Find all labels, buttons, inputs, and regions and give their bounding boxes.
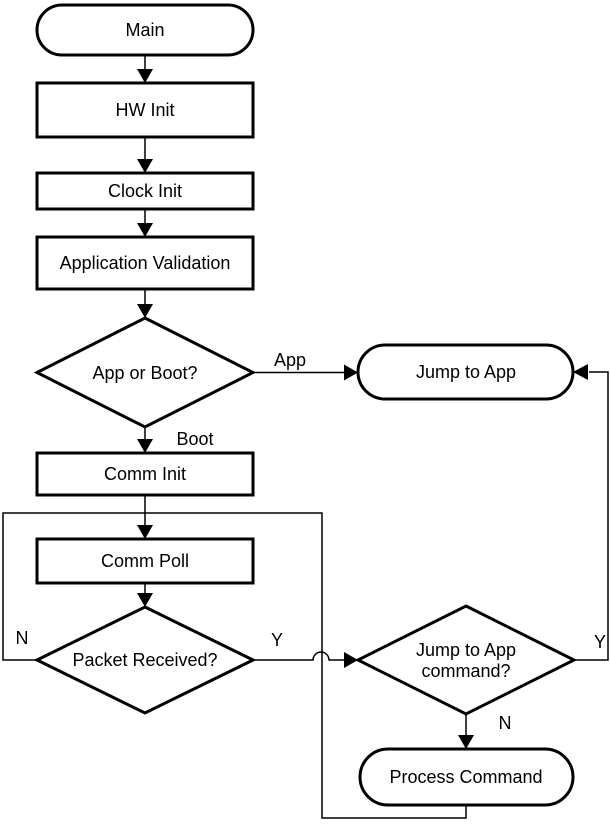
- arrowhead-into-jumptoapp-right: [573, 364, 588, 380]
- packet-received-decision-shape: [33, 605, 257, 715]
- jump-to-app-command-label-line1: Jump to App: [416, 640, 516, 660]
- arrowhead-into-hwinit: [137, 69, 153, 83]
- arrowhead-into-jumpcommand: [344, 652, 358, 668]
- node-comm-init: Comm Init: [35, 451, 255, 497]
- jump-to-app-terminator-shape: [356, 343, 575, 401]
- edges: [144, 55, 609, 736]
- comm-init-label: Comm Init: [104, 464, 186, 484]
- node-main: Main: [35, 3, 255, 57]
- process-command-terminator-shape: [358, 747, 575, 807]
- packet-received-label: Packet Received?: [72, 650, 217, 670]
- node-app-or-boot: App or Boot?: [33, 316, 257, 429]
- node-clock-init: Clock Init: [35, 171, 255, 211]
- clock-init-label: Clock Init: [108, 181, 182, 201]
- loop-paths: [2, 512, 467, 819]
- node-process-command: Process Command: [358, 747, 575, 807]
- comm-init-process-shape: [35, 451, 255, 497]
- arrowhead-into-comminit: [137, 439, 153, 453]
- comm-poll-process-shape: [35, 537, 255, 585]
- node-comm-poll: Comm Poll: [35, 537, 255, 585]
- edge-label-packet-no: N: [16, 628, 29, 648]
- edge-labels: App Boot N Y Y N: [16, 350, 607, 733]
- edge-packetreceived-yes-hop: [253, 651, 345, 661]
- jump-to-app-command-label-line2: command?: [421, 661, 510, 681]
- comm-poll-label: Comm Poll: [101, 551, 189, 571]
- clock-init-process-shape: [35, 171, 255, 211]
- application-validation-label: Application Validation: [60, 253, 231, 273]
- arrowhead-into-processcommand: [458, 735, 474, 749]
- jump-to-app-command-decision-shape: [354, 604, 578, 716]
- node-packet-received: Packet Received?: [33, 605, 257, 715]
- arrowhead-into-clockinit: [137, 159, 153, 173]
- process-command-label: Process Command: [389, 767, 542, 787]
- arrowhead-into-commpoll: [137, 525, 153, 539]
- edge-label-app: App: [274, 350, 306, 370]
- hw-init-label: HW Init: [115, 100, 174, 120]
- edge-label-jump-no: N: [499, 713, 512, 733]
- app-or-boot-label: App or Boot?: [92, 363, 197, 383]
- edge-label-packet-yes: Y: [271, 630, 283, 650]
- edge-label-boot: Boot: [176, 429, 213, 449]
- app-or-boot-decision-shape: [33, 316, 257, 429]
- arrowhead-into-packetreceived: [137, 593, 153, 607]
- application-validation-process-shape: [35, 235, 255, 291]
- node-jump-to-app: Jump to App: [356, 343, 575, 401]
- loop-return-path: [2, 512, 467, 819]
- node-jump-to-app-command: Jump to App command?: [354, 604, 578, 716]
- arrowheads: [137, 69, 588, 749]
- arrowhead-into-apporboot: [137, 304, 153, 318]
- main-terminator-shape: [35, 3, 255, 57]
- main-label: Main: [125, 20, 164, 40]
- arrowhead-into-appvalidation: [137, 223, 153, 237]
- edge-jumpcommand-yes-riser: [574, 371, 609, 661]
- node-hw-init: HW Init: [35, 81, 255, 139]
- edge-label-jump-yes: Y: [594, 632, 606, 652]
- hw-init-process-shape: [35, 81, 255, 139]
- arrowhead-into-jumptoapp-left: [344, 364, 358, 381]
- nodes: Main HW Init Clock Init Application Vali…: [33, 3, 578, 807]
- jump-to-app-label: Jump to App: [416, 362, 516, 382]
- node-application-validation: Application Validation: [35, 235, 255, 291]
